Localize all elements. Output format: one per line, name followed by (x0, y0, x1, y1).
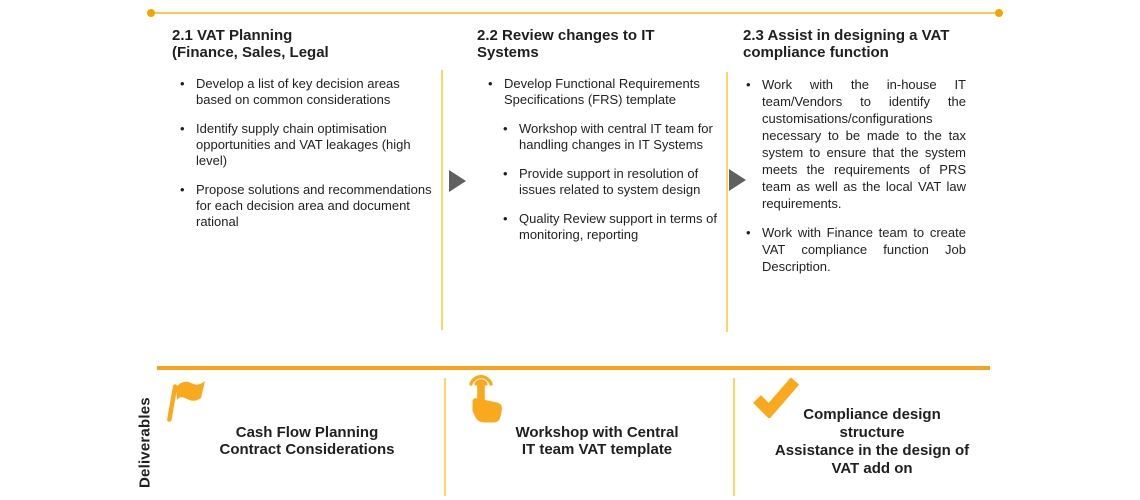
timeline-end-dot (995, 9, 1003, 17)
check-icon (753, 377, 800, 418)
bullet-text: Develop a list of key decision areas bas… (196, 76, 400, 107)
bullet-marker: • (746, 225, 751, 240)
bullet-marker: • (180, 182, 185, 197)
phase-column-2: 2.2 Review changes to IT Systems • Devel… (477, 27, 722, 256)
bullet-item: • Develop Functional Requirements Specif… (488, 76, 722, 108)
divider-vertical (733, 378, 735, 496)
bullet-item: • Identify supply chain optimisation opp… (180, 121, 434, 169)
bullet-marker: • (180, 76, 185, 91)
bullet-list: • Develop Functional Requirements Specif… (477, 76, 722, 243)
deliverables-band-line (157, 366, 990, 370)
bullet-marker: • (503, 211, 508, 226)
deliverables-label: Deliverables (136, 397, 154, 489)
bullet-item: • Work with the in-house IT team/Vendors… (746, 76, 966, 212)
bullet-text: Work with the in-house IT team/Vendors t… (762, 77, 966, 211)
arrow-right-icon (729, 169, 746, 191)
bullet-list: • Work with the in-house IT team/Vendors… (743, 76, 966, 275)
bullet-text: Provide support in resolution of issues … (519, 166, 701, 197)
bullet-marker: • (746, 77, 751, 92)
divider-vertical (726, 72, 728, 332)
phase-title: 2.1 VAT Planning (Finance, Sales, Legal (172, 27, 329, 61)
bullet-marker: • (503, 166, 508, 181)
bullet-text: Workshop with central IT team for handli… (519, 121, 713, 152)
bullet-list: • Develop a list of key decision areas b… (172, 76, 434, 230)
bullet-marker: • (488, 76, 493, 91)
tap-icon (469, 375, 502, 423)
flag-icon (167, 381, 205, 422)
divider-vertical (444, 378, 446, 496)
bullet-text: Propose solutions and recommendations fo… (196, 182, 432, 229)
bullet-item: • Develop a list of key decision areas b… (180, 76, 434, 108)
bullet-item: • Propose solutions and recommendations … (180, 182, 434, 230)
deliverable-text: Compliance design structure Assistance i… (774, 406, 970, 477)
phase-column-1: 2.1 VAT Planning (Finance, Sales, Legal … (172, 27, 434, 243)
bullet-text: Develop Functional Requirements Specific… (504, 76, 700, 107)
bullet-marker: • (180, 121, 185, 136)
timeline-start-dot (147, 9, 155, 17)
bullet-item: • Quality Review support in terms of mon… (503, 211, 722, 243)
deliverable-text: Cash Flow Planning Contract Consideratio… (219, 424, 395, 458)
bullet-text: Quality Review support in terms of monit… (519, 211, 717, 242)
bullet-item: • Provide support in resolution of issue… (503, 166, 722, 198)
timeline-line (151, 12, 999, 14)
phase-title: 2.3 Assist in designing a VAT compliance… (743, 27, 950, 61)
divider-vertical (441, 70, 443, 330)
phase-column-3: 2.3 Assist in designing a VAT compliance… (743, 27, 966, 287)
bullet-marker: • (503, 121, 508, 136)
bullet-text: Work with Finance team to create VAT com… (762, 225, 966, 274)
arrow-right-icon (449, 170, 466, 192)
bullet-item: • Workshop with central IT team for hand… (503, 121, 722, 153)
deliverable-text: Workshop with Central IT team VAT templa… (515, 424, 679, 458)
bullet-item: • Work with Finance team to create VAT c… (746, 224, 966, 275)
phase-title: 2.2 Review changes to IT Systems (477, 27, 655, 61)
bullet-text: Identify supply chain optimisation oppor… (196, 121, 411, 168)
